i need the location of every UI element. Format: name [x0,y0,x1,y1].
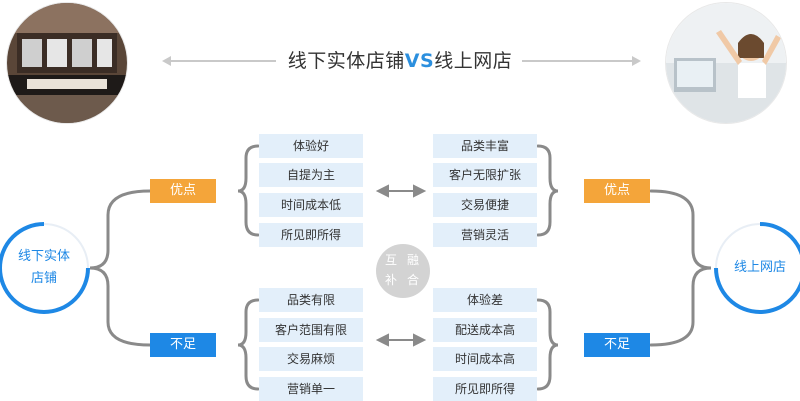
offline-store-label-line1: 线下实体 [17,249,70,264]
cons-arrow-right-head [413,333,427,347]
offline-store-label: 线下实体 店铺 [8,246,80,290]
page-title: 线下实体店铺VS线上网店 [250,46,550,73]
online-pro-item: 营销灵活 [433,223,537,247]
offline-cons-tag: 不足 [150,333,216,357]
title-left: 线下实体店铺 [287,50,405,72]
online-cons-brace [536,298,559,391]
online-pros-brace [536,144,559,237]
title-right-arrow [632,56,641,66]
offline-main-brace [89,189,152,347]
online-con-item: 配送成本高 [433,318,537,342]
online-store-label: 线上网店 [733,260,786,275]
online-pro-item: 品类丰富 [433,134,537,158]
offline-circle-arc [0,222,90,314]
offline-pro-item: 时间成本低 [259,193,363,217]
online-cons-tag: 不足 [584,333,650,357]
offline-pros-tag: 优点 [150,179,216,203]
offline-pro-item: 所见即所得 [259,223,363,247]
title-left-line [166,60,276,62]
online-pro-item: 交易便捷 [433,193,537,217]
offline-con-item: 交易麻烦 [259,347,363,371]
online-con-item: 体验差 [433,288,537,312]
offline-cons-brace [237,298,260,391]
offline-con-item: 品类有限 [259,288,363,312]
online-con-item: 时间成本高 [433,347,537,371]
offline-con-item: 营销单一 [259,377,363,401]
pros-arrow-right-head [413,184,427,198]
title-left-arrow [162,56,171,66]
online-circle-arc [714,222,800,314]
cons-arrow-left-head [375,333,389,347]
online-pro-item: 客户无限扩张 [433,163,537,187]
complement-merge-hub: 互 融 补 合 [376,244,430,298]
hub-char: 互 [385,253,398,267]
offline-con-item: 客户范围有限 [259,318,363,342]
hub-char: 合 [407,273,420,287]
online-pros-tag: 优点 [584,179,650,203]
title-vs: VS [404,50,435,72]
pros-arrow-left-head [375,184,389,198]
offline-pros-brace [237,144,260,237]
online-con-item: 所见即所得 [433,377,537,401]
offline-store-label-line2: 店铺 [30,271,57,286]
hub-char: 补 [385,273,398,287]
title-right-line [522,60,632,62]
online-main-brace [649,189,712,347]
hub-char: 融 [407,253,420,267]
offline-pro-item: 自提为主 [259,163,363,187]
offline-pro-item: 体验好 [259,134,363,158]
title-right: 线上网店 [434,50,513,72]
